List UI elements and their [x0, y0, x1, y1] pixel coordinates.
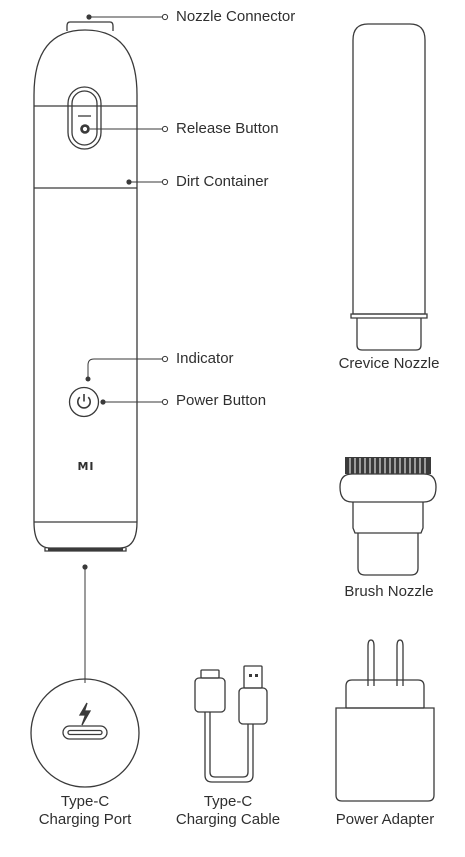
label-dirt-container: Dirt Container: [176, 173, 269, 190]
body-outline: [33, 29, 138, 549]
power-button[interactable]: [68, 386, 100, 418]
power-icon: [77, 394, 91, 409]
brush-nozzle: [339, 457, 437, 576]
caption-brush-nozzle: Brush Nozzle: [344, 583, 434, 600]
vacuum-body: [33, 21, 138, 552]
caption-charging-cable-line2: Charging Cable: [175, 811, 281, 828]
mi-logo: MI: [77, 460, 95, 473]
caption-charging-port-line1: Type-C: [60, 793, 110, 810]
label-indicator: Indicator: [176, 350, 234, 367]
power-adapter: [335, 639, 435, 802]
caption-power-adapter: Power Adapter: [335, 811, 435, 828]
caption-charging-cable: Type-C Charging Cable: [158, 793, 298, 829]
leader-lines: [81, 13, 169, 683]
charging-cable: [194, 665, 268, 783]
charging-port-detail: [30, 678, 140, 788]
crevice-nozzle: [350, 23, 428, 351]
caption-crevice-nozzle: Crevice Nozzle: [338, 355, 440, 372]
caption-charging-cable-line1: Type-C: [203, 793, 253, 810]
label-release-button: Release Button: [176, 120, 279, 137]
caption-charging-port-line2: Charging Port: [38, 811, 132, 828]
lightning-icon: [78, 702, 92, 726]
label-nozzle-connector: Nozzle Connector: [176, 8, 296, 25]
release-button[interactable]: [67, 86, 102, 150]
label-power-button: Power Button: [176, 392, 267, 409]
usb-c-port-icon: [62, 725, 108, 740]
caption-charging-port: Type-C Charging Port: [15, 793, 155, 829]
